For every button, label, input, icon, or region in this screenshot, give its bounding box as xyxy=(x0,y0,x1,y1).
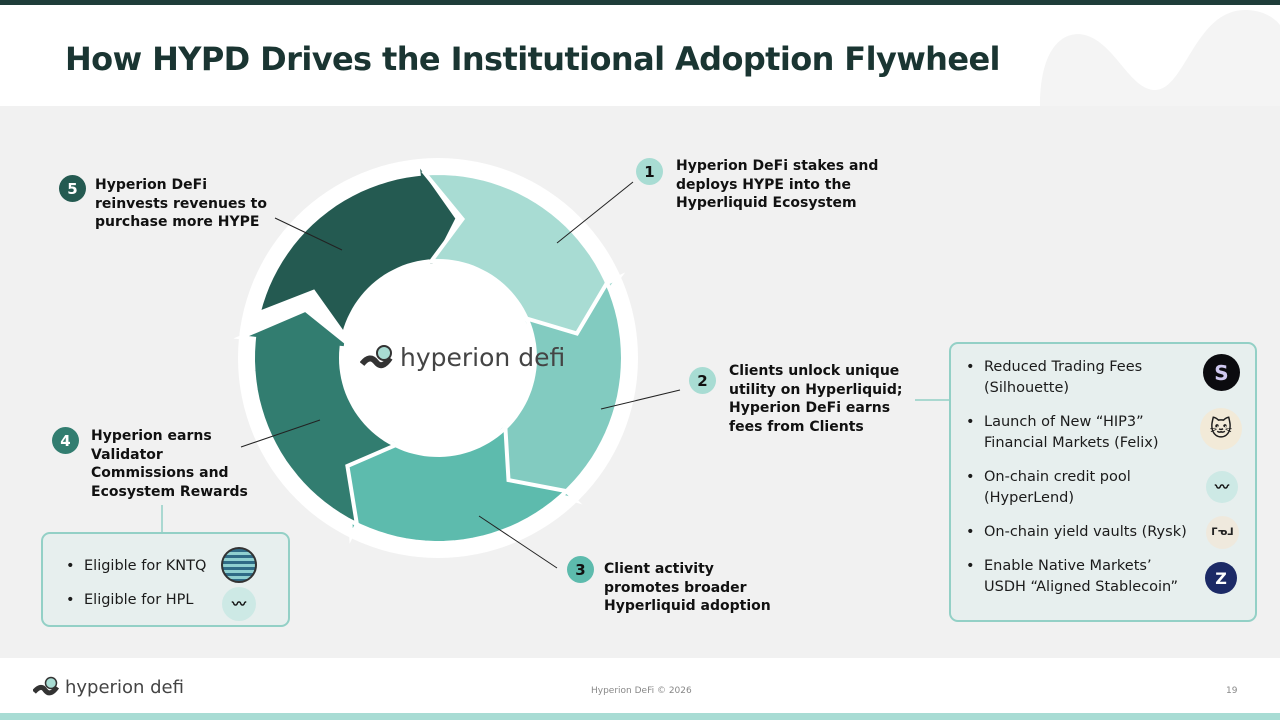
step-badge-1: 1 xyxy=(636,158,663,185)
list-item: • Reduced Trading Fees (Silhouette) xyxy=(966,357,1143,398)
list-item: • Enable Native Markets’ USDH “Aligned Sta… xyxy=(966,556,1178,597)
step-line: Ecosystem Rewards xyxy=(91,483,248,500)
item-line: USDH “Aligned Stablecoin” xyxy=(984,578,1178,595)
hyperion-logo-icon xyxy=(33,676,59,696)
hyperlend-icon: 〰 xyxy=(222,587,256,621)
silhouette-icon: S xyxy=(1203,354,1240,391)
top-bar xyxy=(0,0,1280,5)
copyright: Hyperion DeFi © 2026 xyxy=(591,686,692,696)
step-badge-2: 2 xyxy=(689,367,716,394)
step-2-text: Clients unlock unique utility on Hyperliq… xyxy=(729,362,902,436)
step-line: fees from Clients xyxy=(729,418,864,435)
step-line: Hyperion DeFi stakes and xyxy=(676,158,879,174)
validator-rewards-box: • Eligible for KNTQ • Eligible for HPL 〰 xyxy=(41,532,290,627)
step-line: promotes broader xyxy=(604,579,747,596)
step-line: Validator xyxy=(91,446,163,463)
list-item: • On-chain yield vaults (Rysk) xyxy=(966,522,1187,543)
leader-line-2 xyxy=(600,389,681,410)
step-line: purchase more HYPE xyxy=(95,214,260,230)
bullet: • xyxy=(66,558,75,574)
step-badge-4: 4 xyxy=(52,427,79,454)
list-item: • Eligible for HPL xyxy=(66,590,194,611)
step-badge-3: 3 xyxy=(567,556,594,583)
item-line: Eligible for HPL xyxy=(84,592,194,608)
decorative-wave xyxy=(1040,10,1280,106)
list-item: • On-chain credit pool (HyperLend) xyxy=(966,467,1131,508)
footer xyxy=(0,658,1280,713)
step-line: reinvests revenues to xyxy=(95,195,267,212)
hyperlend-icon: 〰 xyxy=(1206,471,1238,503)
step-line: Hyperliquid Ecosystem xyxy=(676,195,857,211)
bullet: • xyxy=(966,414,975,430)
step-line: Client activity xyxy=(604,561,714,577)
step-line: utility on Hyperliquid; xyxy=(729,381,903,398)
step-line: Commissions and xyxy=(91,465,229,481)
leader-line-5 xyxy=(274,217,343,251)
wheel-center xyxy=(343,263,533,453)
item-line: Reduced Trading Fees xyxy=(984,359,1143,375)
client-utility-box: • Reduced Trading Fees (Silhouette) • Launc… xyxy=(949,342,1257,622)
leader-line-4 xyxy=(240,419,321,448)
step-1-text: Hyperion DeFi stakes and deploys HYPE int… xyxy=(676,157,878,213)
step-line: deploys HYPE into the xyxy=(676,176,851,193)
item-line: On-chain credit pool xyxy=(984,469,1131,485)
bullet: • xyxy=(966,558,975,574)
item-line: Enable Native Markets’ xyxy=(984,558,1152,574)
page-title: How HYPD Drives the Institutional Adopti… xyxy=(65,40,1001,78)
footer-logo: hyperion defi xyxy=(33,676,184,698)
felix-icon: 🐱 xyxy=(1200,408,1242,450)
bullet: • xyxy=(966,469,975,485)
bullet: • xyxy=(966,359,975,375)
footer-logo-text: hyperion defi xyxy=(65,676,184,698)
step-line: Clients unlock unique xyxy=(729,363,900,379)
center-logo-text: hyperion defi xyxy=(400,343,566,372)
item-line: Launch of New “HIP3” xyxy=(984,414,1144,430)
hyperion-logo-icon xyxy=(360,344,393,368)
center-logo: hyperion defi xyxy=(360,343,565,372)
page-number: 19 xyxy=(1226,686,1238,696)
step-line: Hyperion DeFi earns xyxy=(729,400,891,416)
bottom-strip xyxy=(0,713,1280,720)
list-item: • Launch of New “HIP3” Financial Markets (… xyxy=(966,412,1159,453)
step-line: Hyperion earns xyxy=(91,428,212,444)
native-markets-icon: Z xyxy=(1205,562,1237,594)
bullet: • xyxy=(66,592,75,608)
rysk-icon: ᒥᓀᒧ xyxy=(1206,516,1239,549)
step-line: Hyperliquid adoption xyxy=(604,598,771,614)
bullet: • xyxy=(966,524,975,540)
item-line: (HyperLend) xyxy=(984,489,1075,506)
header xyxy=(0,5,1280,106)
step-5-text: Hyperion DeFi reinvests revenues to purcha… xyxy=(95,176,267,232)
list-item: • Eligible for KNTQ xyxy=(66,556,207,577)
item-line: (Silhouette) xyxy=(984,379,1070,396)
step-line: Hyperion DeFi xyxy=(95,177,207,193)
item-line: On-chain yield vaults (Rysk) xyxy=(984,524,1187,540)
kntq-icon xyxy=(221,547,257,583)
step-badge-5: 5 xyxy=(59,175,86,202)
item-line: Eligible for KNTQ xyxy=(84,558,207,574)
leader-line-3 xyxy=(478,515,558,569)
item-line: Financial Markets (Felix) xyxy=(984,434,1159,451)
leader-line-1 xyxy=(556,181,634,244)
